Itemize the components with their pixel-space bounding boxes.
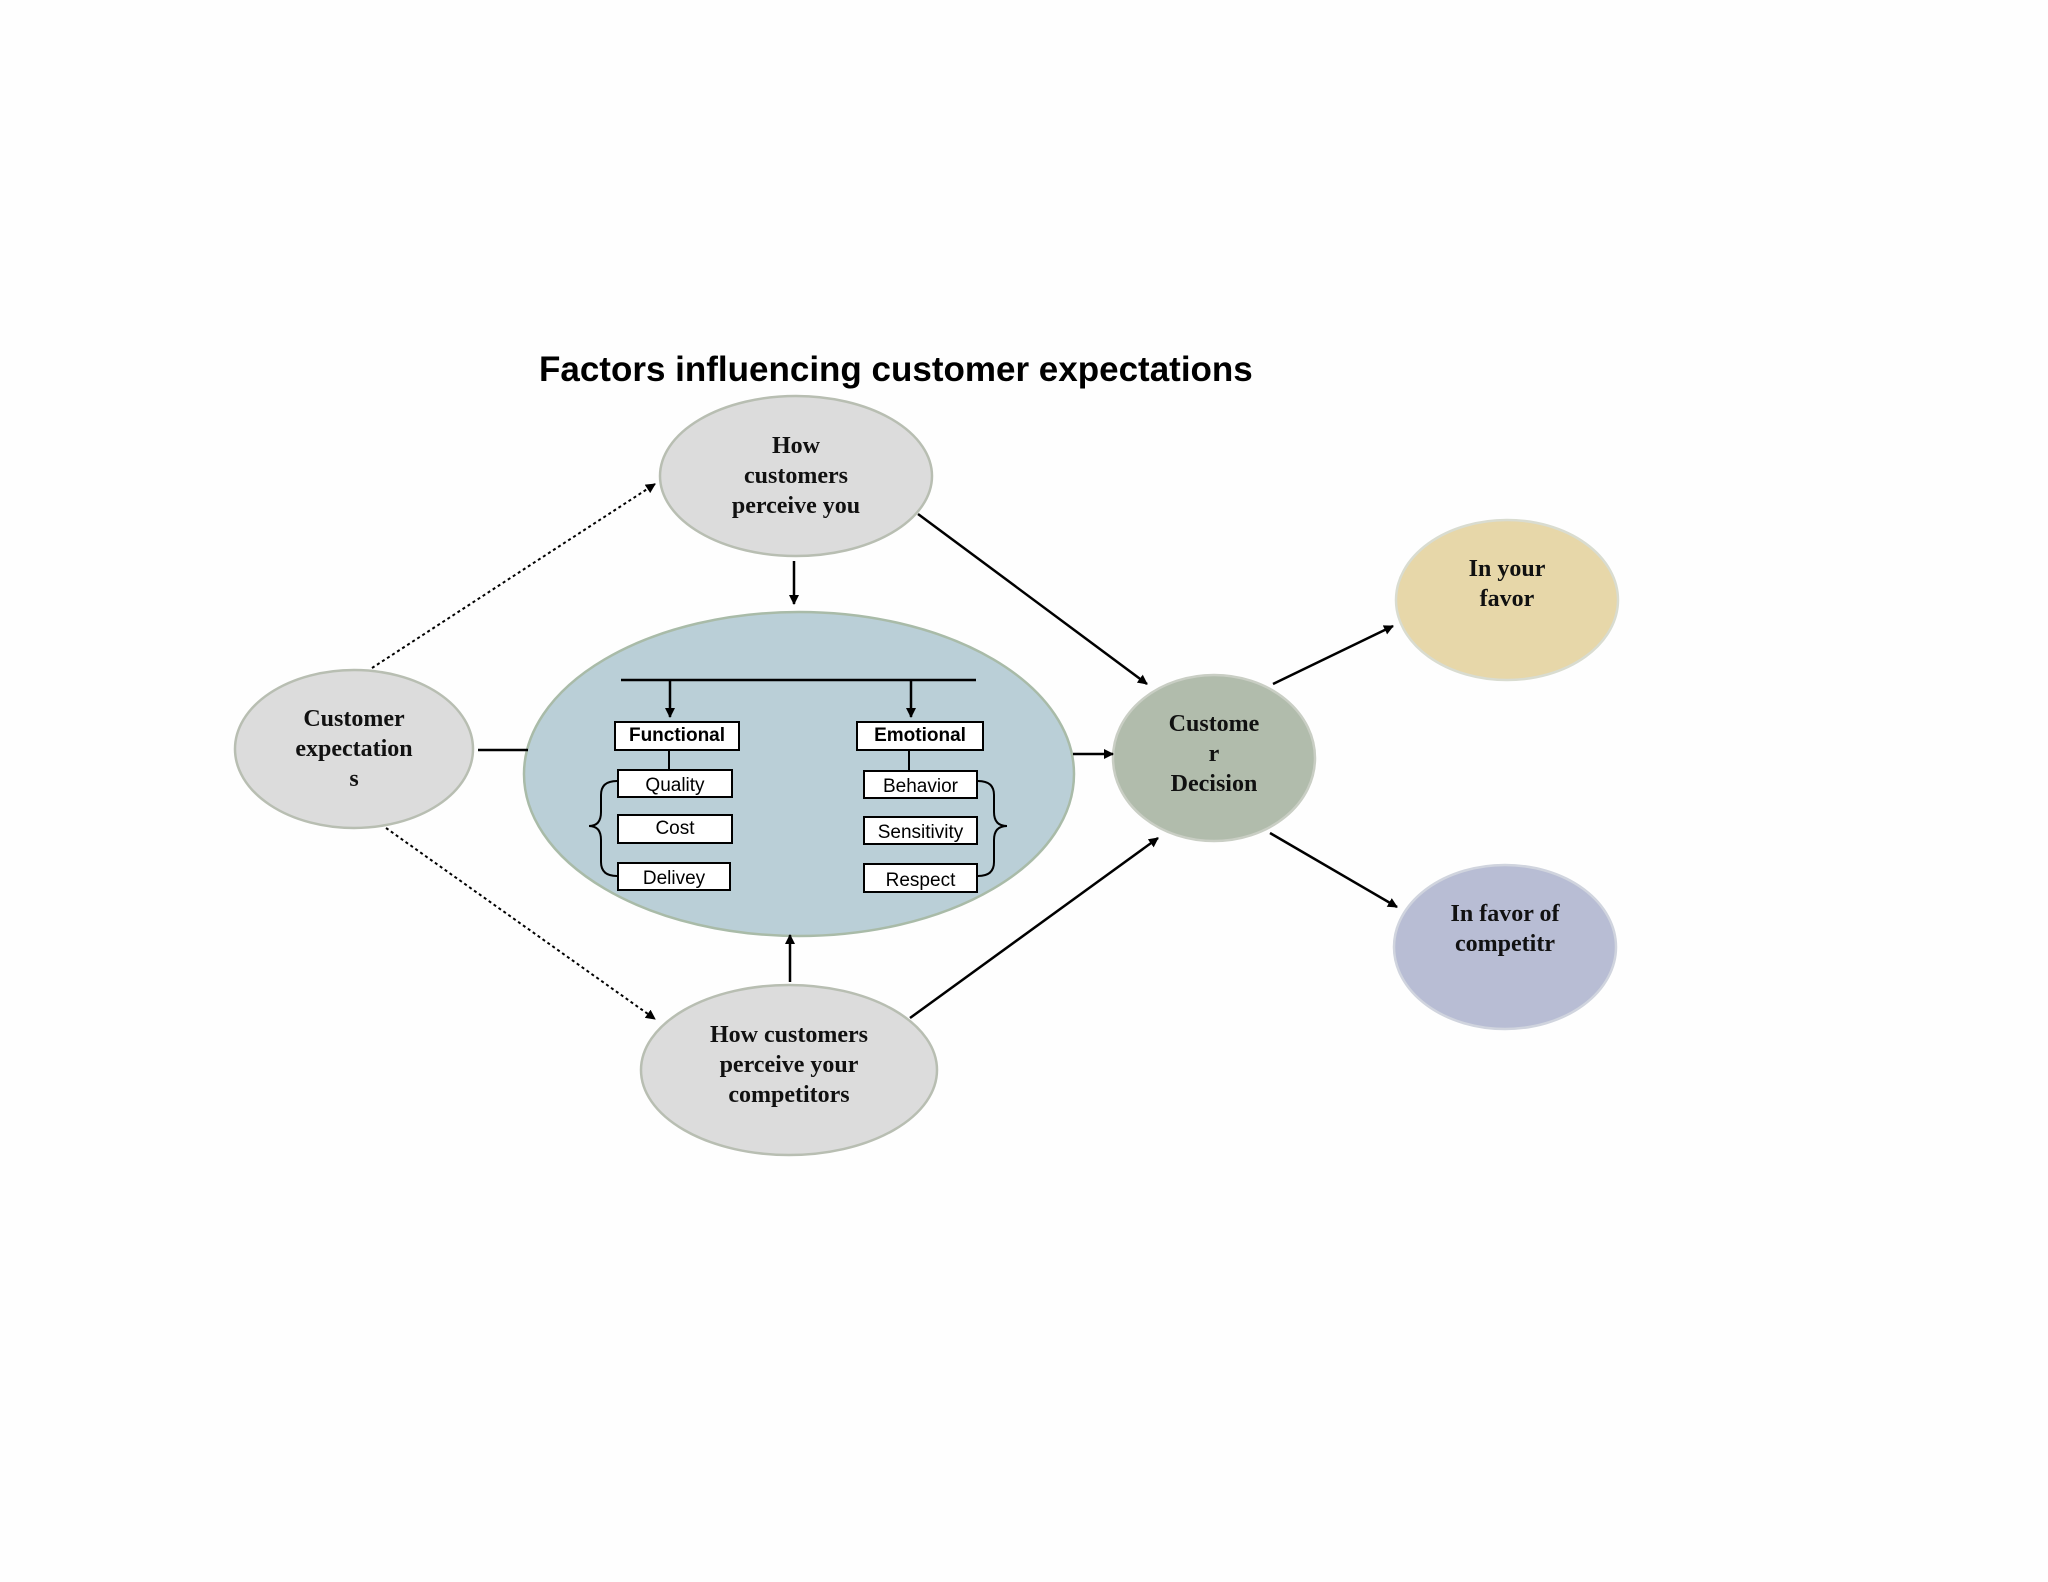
perceive-you-label: How customers perceive you — [731, 433, 861, 519]
emotional-item-behavior: Behavior — [863, 770, 978, 799]
factors-center-ellipse — [522, 610, 1076, 938]
emotional-header: Emotional — [856, 721, 984, 751]
arrow-perceive-you-to-decision — [917, 512, 1148, 686]
emotional-item-respect: Respect — [863, 863, 978, 893]
functional-header: Functional — [614, 721, 740, 751]
perceive-you-node — [658, 394, 934, 558]
arrow-competitors-to-decision — [909, 836, 1159, 1020]
customer-expectations-label: Customer expectation s — [295, 706, 413, 792]
perceive-competitors-label: How customers perceive your competitors — [710, 1022, 868, 1108]
customer-decision-label: Custome r Decision — [1168, 711, 1260, 797]
functional-item-cost: Cost — [617, 814, 733, 844]
dotted-arrow-to-perceive-competitors — [385, 827, 656, 1020]
dotted-arrow-to-perceive-you — [371, 483, 656, 669]
perceive-competitors-node — [639, 983, 939, 1157]
in-favor-competitor-label: In favor of competitr — [1450, 901, 1560, 957]
emotional-item-sensitivity: Sensitivity — [863, 816, 978, 845]
in-your-favor-label: In your favor — [1468, 556, 1546, 612]
emotional-brace — [977, 780, 1008, 877]
customer-expectations-node — [233, 668, 475, 830]
functional-brace — [588, 780, 618, 877]
functional-item-delivey: Delivey — [617, 862, 731, 891]
arrow-decision-to-favor — [1272, 624, 1394, 686]
functional-item-quality: Quality — [617, 769, 733, 798]
in-favor-competitor-node — [1392, 863, 1618, 1031]
diagram-title: Factors influencing customer expectation… — [539, 350, 1253, 389]
in-your-favor-node — [1394, 518, 1620, 682]
arrow-decision-to-competitor — [1269, 831, 1398, 909]
